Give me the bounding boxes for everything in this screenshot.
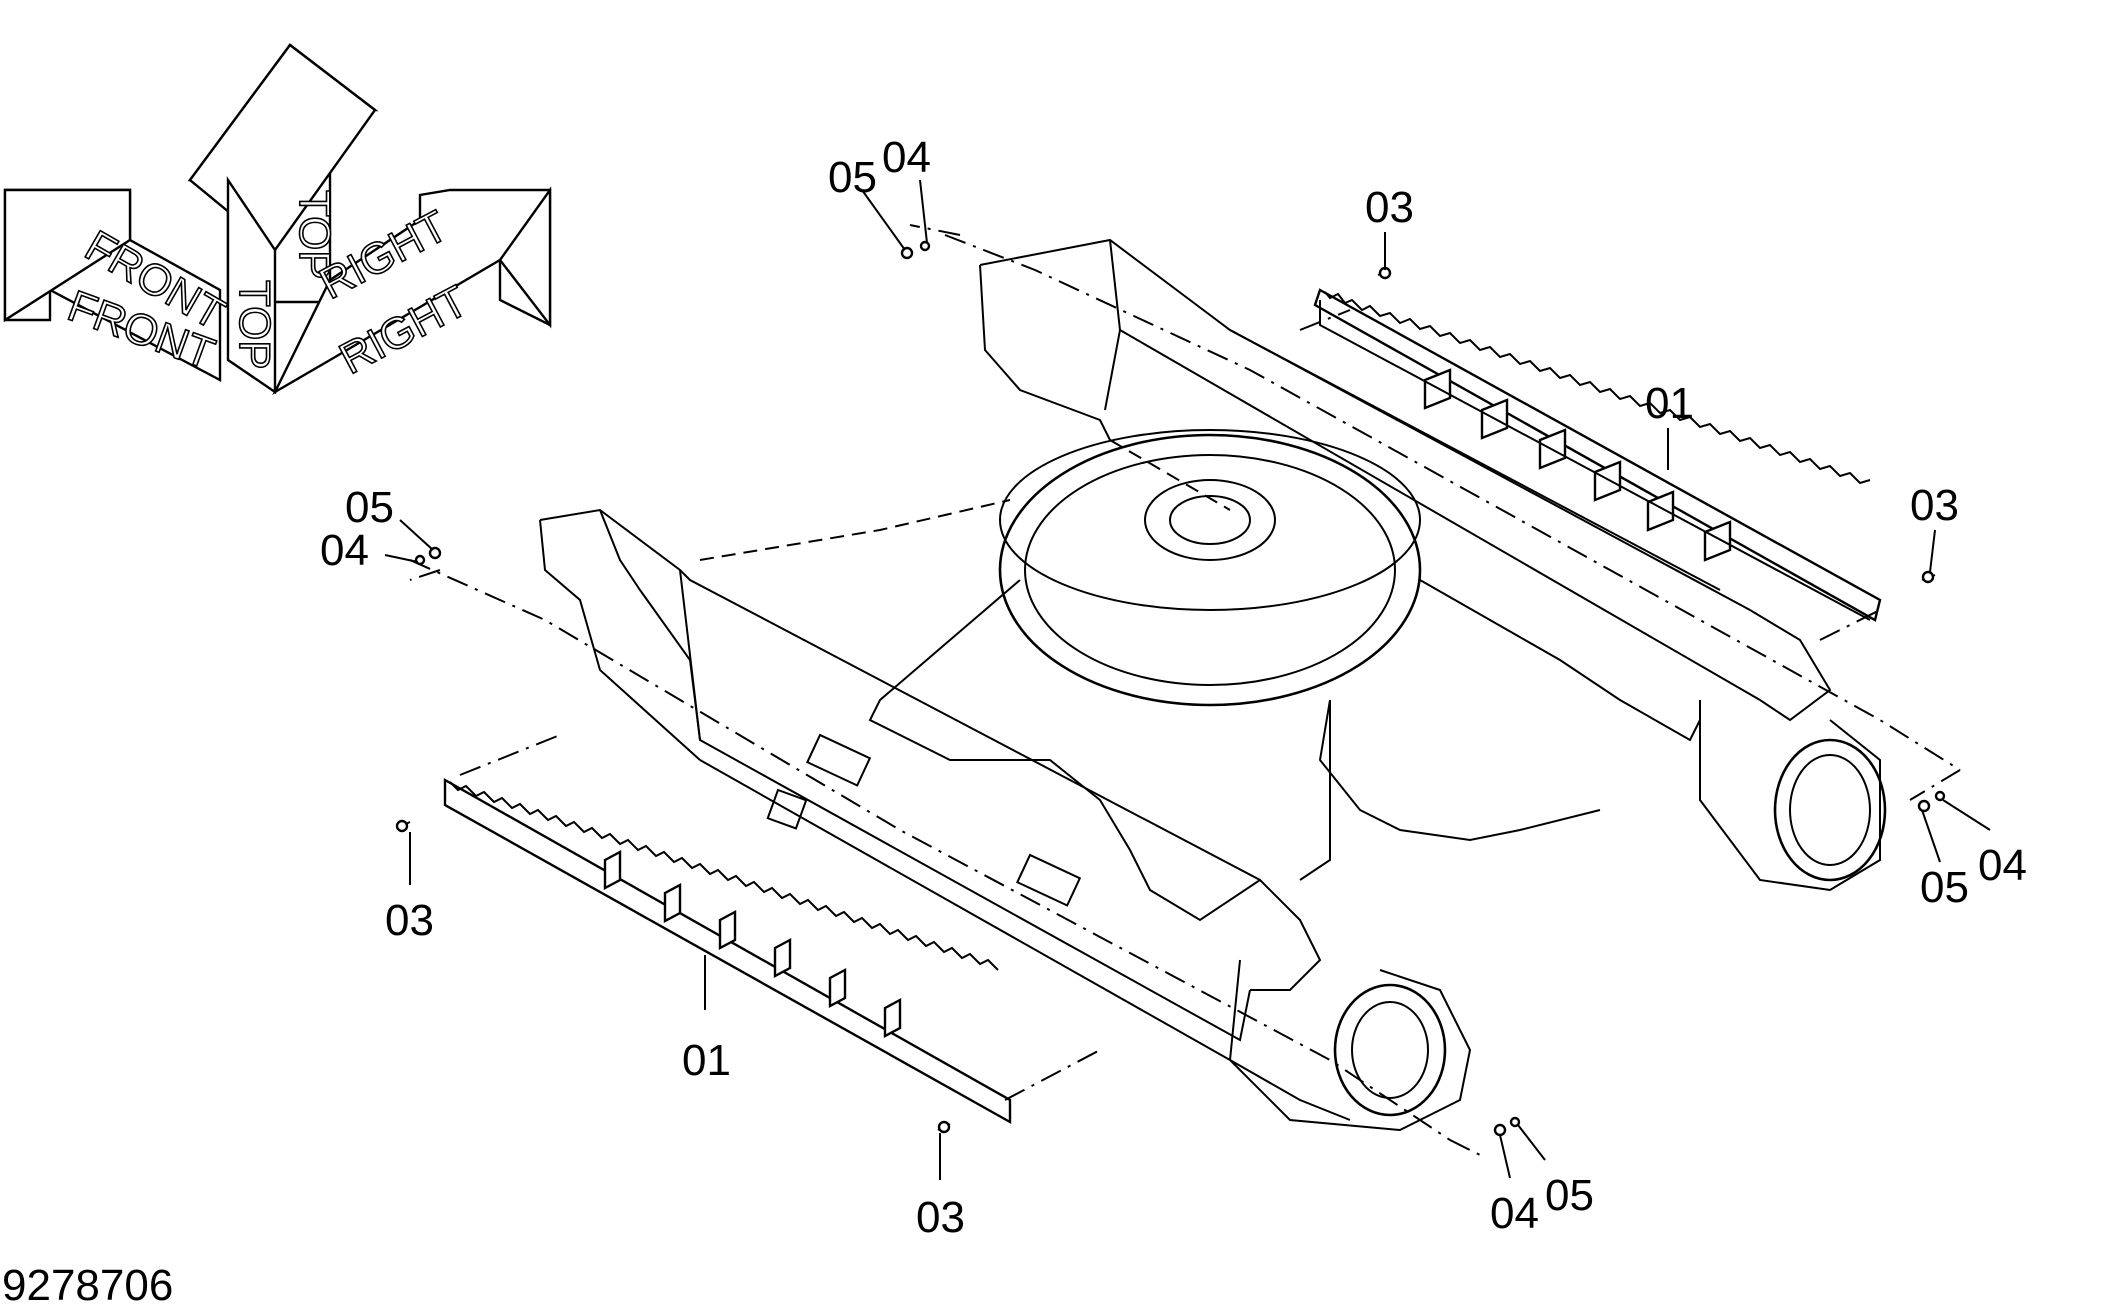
- washer-icon: [900, 246, 914, 260]
- orientation-indicator: TOP TOP FRONT FRONT RIGHT RIGHT: [3, 43, 552, 396]
- callout-04: 04: [320, 526, 369, 575]
- callout-05: 05: [1545, 1171, 1594, 1220]
- callouts: 05 04 03 01 03 05 04 05 04 03 01 03 04 0…: [320, 133, 2027, 1242]
- lower-track-guard: [443, 777, 1012, 1125]
- bolt-icon: [919, 240, 931, 252]
- top-label-back: TOP: [230, 280, 279, 370]
- callout-04: 04: [1978, 841, 2027, 890]
- callout-01: 01: [682, 1036, 731, 1085]
- leader-lines: [384, 179, 1991, 1180]
- callout-01: 01: [1645, 379, 1694, 428]
- centre-lines: [409, 224, 1961, 1156]
- swing-bearing-ring: [998, 433, 1422, 707]
- upper-track-guard: [1313, 288, 1882, 622]
- callout-03: 03: [916, 1193, 965, 1242]
- callout-05: 05: [1920, 863, 1969, 912]
- callout-03: 03: [385, 896, 434, 945]
- front-idler-bore: [1333, 983, 1447, 1117]
- callout-04: 04: [882, 133, 931, 182]
- callout-05: 05: [345, 483, 394, 532]
- callout-03: 03: [1365, 183, 1414, 232]
- top-label-front: TOP: [290, 190, 339, 280]
- callout-03: 03: [1910, 481, 1959, 530]
- callout-04: 04: [1490, 1189, 1539, 1238]
- callout-05: 05: [828, 153, 877, 202]
- right-idler-bore: [1773, 738, 1887, 882]
- drawing-number: 9278706: [2, 1261, 173, 1310]
